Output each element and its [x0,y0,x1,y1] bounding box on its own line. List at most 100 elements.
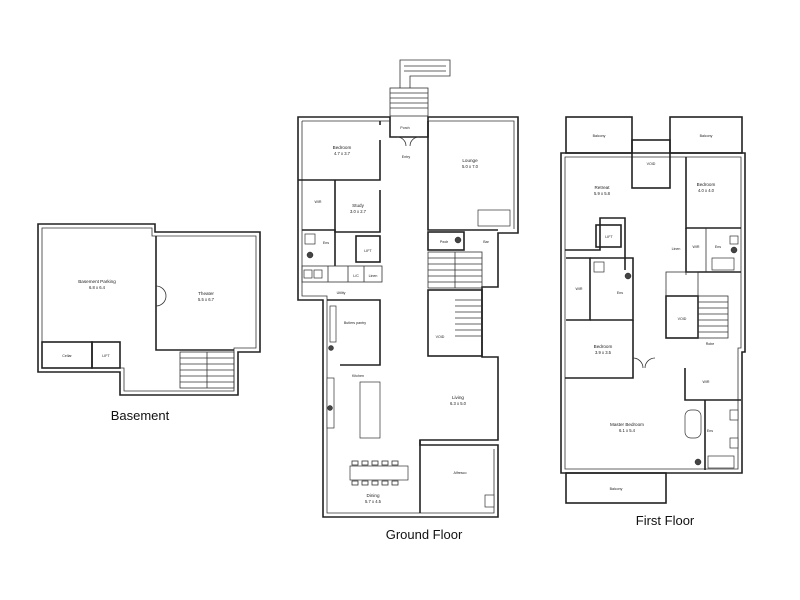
basement-parking-label: Basement Parking [78,279,116,284]
utility-washer [303,269,313,279]
balcony-left-label: Balcony [593,134,606,138]
ground-floor-title: Ground Floor [386,527,463,542]
first-linen-label: Linen [672,247,681,251]
butlers-pantry-wall [327,299,381,366]
front-stairs [389,59,451,117]
bar-label: Bar [483,240,489,244]
butlers-pantry-label: Butlers pantry [344,321,366,325]
basement-lift-shaft [91,341,121,369]
first-floor-plan: Balcony Balcony Balcony VOID Retreat 5.9… [560,116,746,528]
ground-ens-basin [304,233,316,245]
balcony-bottom-label: Balcony [610,487,623,491]
first-landing [665,271,699,297]
bed3-ens-label: Ens [617,291,623,295]
first-lift-label: LIFT [605,235,613,239]
powder-label: Pwdr [440,240,449,244]
linen-label: Linen [369,274,378,278]
lounge-fireplace [477,209,511,227]
theater-wall [155,236,234,351]
theater-door-icon [155,285,167,307]
master-toilet-icon [694,458,702,466]
bed3-ens-basin [593,261,605,273]
ground-void-label: VOID [436,335,445,339]
cellar-label: Cellar [62,354,72,358]
first-void-top-label: VOID [647,162,656,166]
bed3-wir-wall [566,257,591,321]
basement-inner-wall [41,227,257,392]
master-bath [684,409,702,439]
first-bedroom2-dims: 4.0 x 4.0 [698,188,715,193]
master-wir-label: WIR [703,380,710,384]
bed2-ens-label: Ens [715,245,721,249]
first-outer-wall [560,152,746,474]
bed3-wall [565,320,634,379]
ground-ens-toilet-icon [306,251,314,259]
dining-dims: 5.7 x 4.5 [365,499,382,504]
utility-dryer [313,269,323,279]
kitchen-label: Kitchen [352,374,364,378]
balcony-right-label: Balcony [700,134,713,138]
ground-wir-label: WIR [315,200,322,204]
master-ens-label: Ens [707,429,713,433]
entry-label: Entry [402,155,411,159]
bed2-wir-label: WIR [693,245,700,249]
powder-toilet-icon [454,236,462,244]
dining-table [349,460,409,486]
alfresco-bbq [484,494,495,508]
first-void-mid-label: VOID [678,317,687,321]
bed2-ens-basin [729,235,739,245]
ground-service-strip [301,265,383,283]
lounge-wall [427,121,498,231]
master-shower [707,455,735,469]
bed2-ens-toilet-icon [730,246,738,254]
bed2-ens-shower [711,257,735,271]
bed3-ens-wall [590,257,634,321]
first-bedroom2-label: Bedroom [697,182,716,187]
first-floor-title: First Floor [636,513,695,528]
ground-lift-label: LIFT [364,249,372,253]
ground-bedroom-wall [298,121,381,181]
living-dims: 6.3 x 5.0 [450,401,467,406]
ground-internal-stairs [427,251,483,289]
retreat-wall [565,217,626,270]
theater-label: Theater [198,291,214,296]
entry-door-icon [396,136,420,147]
ground-lift-shaft [355,235,381,263]
basement-lift-label: LIFT [102,354,110,358]
ground-bedroom-label: Bedroom [333,145,352,150]
bed3-ens-toilet-icon [624,272,632,280]
lounge-dims: 5.0 x 7.0 [462,164,479,169]
kitchen-bench [326,377,335,429]
pantry-sink-icon [328,345,334,351]
basement-outer-wall [37,223,261,396]
master-ens-basin-a [729,409,739,421]
study-dims: 3.0 x 2.7 [350,209,367,214]
lc-label: L/C [353,274,359,278]
master-ens-basin-b [729,437,739,449]
basement-plan: Basement Parking 6.8 x 6.4 Theater 5.5 x… [37,223,261,423]
first-lift-shaft [595,224,622,248]
ground-floor-plan: Porch Entry Bedroom 4.7 x 3.7 Lounge 5.0… [297,59,519,542]
basement-title: Basement [111,408,170,423]
lounge-label: Lounge [462,158,478,163]
utility-label: Utility [337,291,346,295]
master-bedroom-dims: 6.1 x 5.4 [619,428,636,433]
basement-parking-dims: 6.8 x 6.4 [89,285,106,290]
first-inner-wall [564,156,742,470]
ground-ens-label: Ens [323,241,329,245]
study-label: Study [352,203,364,208]
first-void-top [631,139,671,189]
first-bedroom3-label: Bedroom [594,344,613,349]
bed3-door-icon [632,357,656,369]
ground-bedroom-dims: 4.7 x 3.7 [334,151,351,156]
porch-label: Porch [400,126,409,130]
kitchen-cooktop-icon [327,405,333,411]
first-stairs [697,295,729,339]
ground-wir-ens-wall [302,229,336,266]
first-bedroom3-dims: 3.9 x 3.5 [595,350,612,355]
basement-stairs [179,351,235,389]
study-wall [334,180,381,233]
pantry-bench [329,305,337,343]
alfresco-label: Alfresco [454,471,467,475]
